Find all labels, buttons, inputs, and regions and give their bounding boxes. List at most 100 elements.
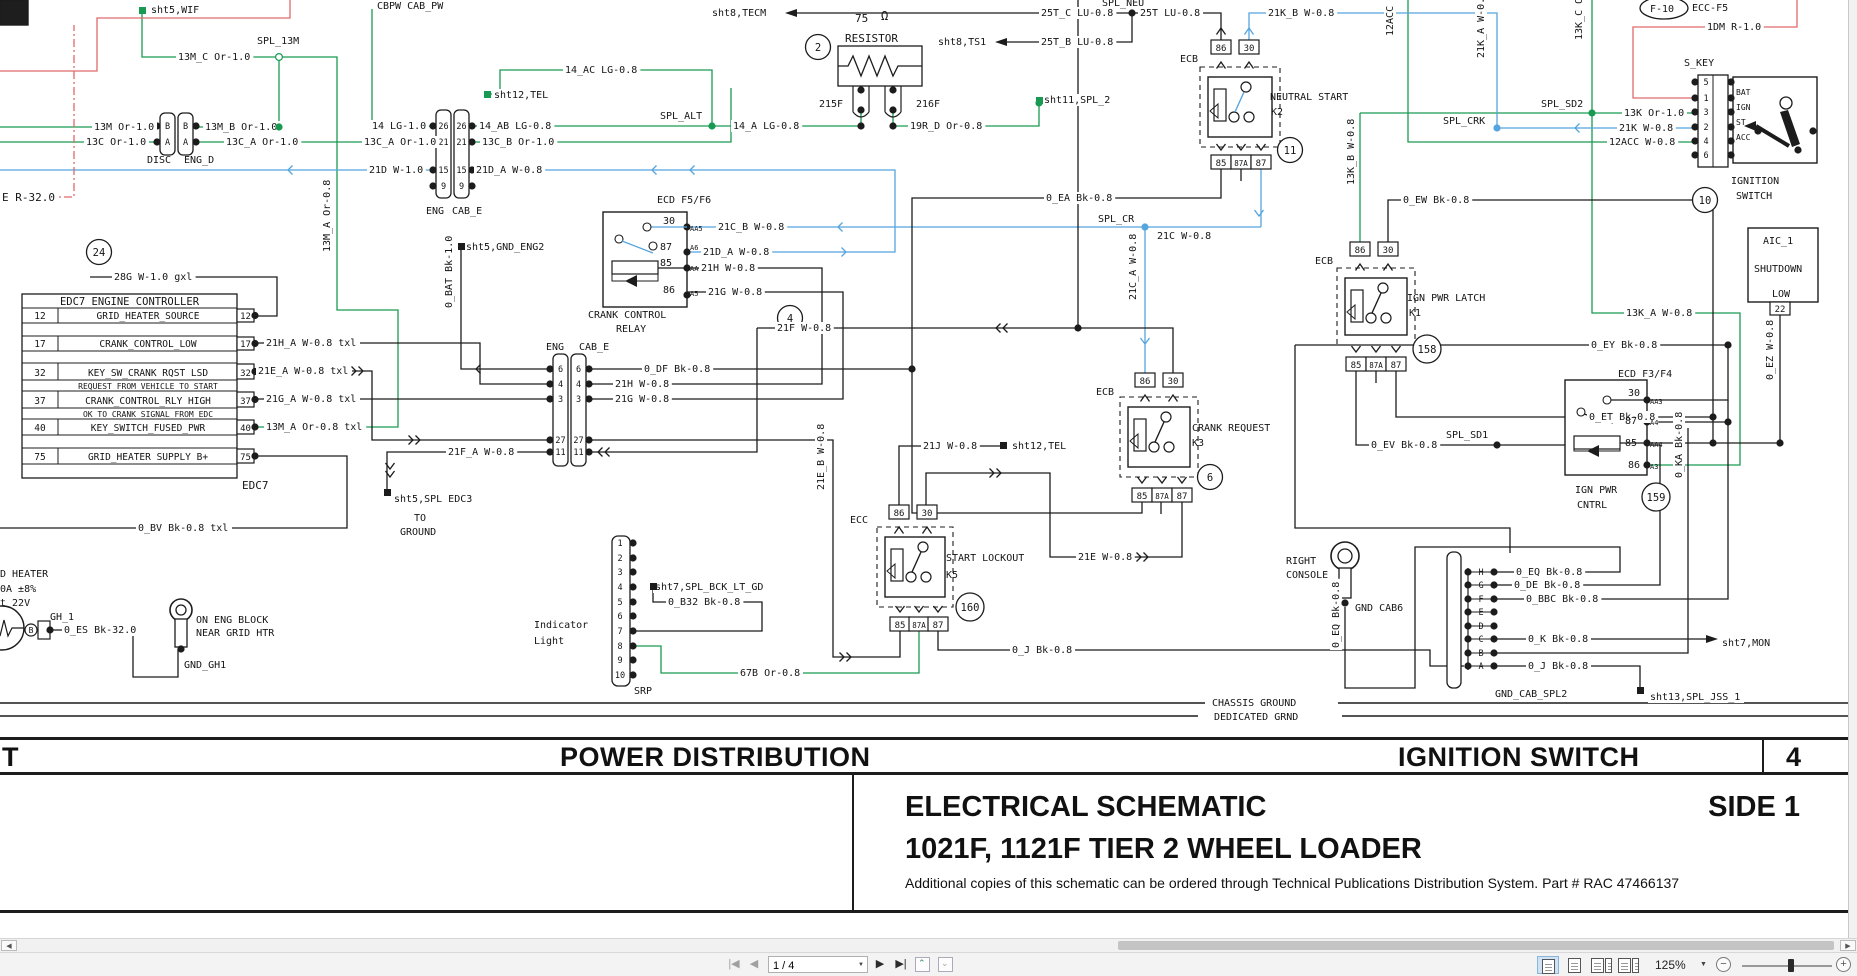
wire-label: G — [1478, 581, 1483, 591]
relay-contact — [1163, 441, 1175, 453]
page-number-field[interactable]: ▼ — [768, 956, 868, 974]
wire-label: GRID_HEATER SUPPLY B+ — [88, 452, 208, 463]
wire-label: 87 — [1625, 416, 1637, 427]
wire-label: A — [183, 138, 188, 148]
horizontal-scrollbar[interactable]: ◀ ▶ — [0, 938, 1857, 952]
wire-label: 32 — [34, 368, 45, 379]
label-bg — [224, 136, 302, 148]
key-pointer-shaft — [1754, 124, 1791, 148]
two-page-view-icon[interactable] — [1590, 956, 1612, 974]
ecd-contact — [1602, 395, 1612, 405]
relay-coil — [1133, 418, 1147, 452]
junction-node — [192, 122, 200, 130]
relay-dashed-outline — [1119, 396, 1199, 478]
zoom-out-button[interactable]: − — [1716, 957, 1731, 972]
page-dropdown-caret[interactable]: ▼ — [858, 962, 864, 968]
wire-label: 14 LG-1.0 — [372, 121, 426, 132]
junction-node — [153, 138, 161, 146]
zoom-slider-thumb[interactable] — [1788, 959, 1794, 972]
wire-label: GND_CAB_SPL2 — [1495, 689, 1567, 700]
arrow-chevron — [1136, 552, 1142, 562]
wire-label: EDC7 ENGINE CONTROLLER — [60, 296, 200, 308]
junction-node — [683, 248, 691, 256]
wire-label: IGN PWR LATCH — [1407, 293, 1485, 304]
previous-page-button[interactable]: ◀ — [749, 958, 759, 970]
wire-label-group: sht12,TEL — [492, 89, 551, 101]
junction-node — [1691, 151, 1699, 159]
wire-label: 0_EY Bk-0.8 — [1591, 340, 1657, 351]
wire-label: SPL_13M — [257, 36, 299, 47]
scroll-left-button[interactable]: ◀ — [1, 940, 17, 951]
arrow-chevron — [408, 435, 414, 445]
wire-label: 40 — [240, 424, 251, 434]
page-number-input[interactable] — [769, 957, 853, 974]
wire — [141, 12, 399, 428]
scroll-right-button[interactable]: ▶ — [1840, 940, 1856, 951]
junction-node — [1341, 599, 1349, 607]
ecd-internal — [611, 274, 659, 282]
label-bg — [480, 136, 558, 148]
wire-label: 27 — [573, 436, 583, 446]
junction-node — [1493, 124, 1501, 132]
wire-label-group: 1DM R-1.0 — [1705, 21, 1764, 33]
last-page-button[interactable]: ▶| — [895, 958, 907, 970]
relay-contact — [1240, 81, 1252, 93]
wire-label: 30 — [663, 216, 675, 227]
wire-label: 17 — [34, 339, 45, 350]
wire-label: 86 — [1355, 246, 1366, 256]
wire-label-group: 0_ET Bk-0.8 — [1587, 411, 1659, 423]
junction-node — [251, 339, 259, 348]
pin-box — [1769, 301, 1791, 316]
wire-label: sht7,MON — [1722, 638, 1770, 649]
wire-label: SPL_SD1 — [1446, 430, 1488, 441]
zoom-dropdown-caret[interactable]: ▼ — [1700, 961, 1707, 968]
vertical-scrollbar[interactable] — [1848, 0, 1857, 938]
wire-label-group: 12ACC W-0.8 — [1384, 0, 1396, 38]
wire-label: 0_BV Bk-0.8 txl — [138, 523, 228, 534]
wire-label: 5 — [1703, 78, 1708, 88]
wire — [925, 472, 1183, 558]
next-view-icon[interactable]: ⌄ — [938, 957, 953, 972]
wire-label: CRANK_CONTROL_LOW — [99, 339, 197, 350]
wire-label: NEAR GRID HTR — [196, 628, 275, 639]
wire-label-group: E R-32.0 — [0, 191, 58, 204]
wire-label: CHASSIS GROUND — [1212, 698, 1296, 709]
first-page-button[interactable]: |◀ — [728, 958, 740, 970]
two-page-continuous-view-icon[interactable] — [1617, 956, 1639, 974]
arrow-chevron — [1139, 337, 1151, 346]
pin-box — [1250, 154, 1272, 170]
wire-label: 21K W-0.8 — [1619, 123, 1673, 134]
wire-label: 3 — [1703, 108, 1708, 118]
wire-label-group: 21D_A W-0.8 — [474, 164, 546, 176]
label-bg — [446, 446, 518, 458]
wire-label: 14_AC LG-0.8 — [565, 65, 637, 76]
junction-node — [585, 395, 593, 403]
zoom-slider-track[interactable] — [1742, 965, 1832, 967]
label-bg — [321, 176, 333, 254]
next-page-button[interactable]: ▶ — [875, 958, 885, 970]
junction-node — [629, 642, 637, 650]
wire-label: 85 — [1216, 159, 1227, 169]
label-bg — [443, 232, 455, 310]
junction-node — [251, 311, 259, 320]
label-bg — [1720, 637, 1773, 649]
relay-body — [1344, 277, 1408, 336]
sheet-title: POWER DISTRIBUTION — [560, 742, 871, 772]
label-bg — [731, 120, 803, 132]
previous-view-icon[interactable]: ⌃ — [915, 957, 930, 972]
arrow-chevron — [1243, 60, 1255, 69]
label-bg — [176, 51, 254, 63]
zoom-in-button[interactable]: + — [1836, 957, 1851, 972]
wire — [1496, 428, 1689, 654]
continuous-view-icon[interactable] — [1563, 956, 1585, 974]
junction-node — [1141, 223, 1149, 231]
label-bg — [1353, 602, 1406, 614]
wire-label-group: 14_AB LG-0.8 — [477, 120, 555, 132]
wire-label: 7 — [617, 627, 622, 637]
horizontal-scroll-thumb[interactable] — [1118, 941, 1834, 950]
single-page-view-icon[interactable] — [1537, 956, 1559, 974]
zoom-level: 125% — [1655, 958, 1686, 972]
wire-label-group: 13C_A Or-1.0 — [224, 136, 302, 148]
arrow-chevron — [1215, 60, 1227, 69]
relay-dashed-outline — [1336, 267, 1416, 346]
